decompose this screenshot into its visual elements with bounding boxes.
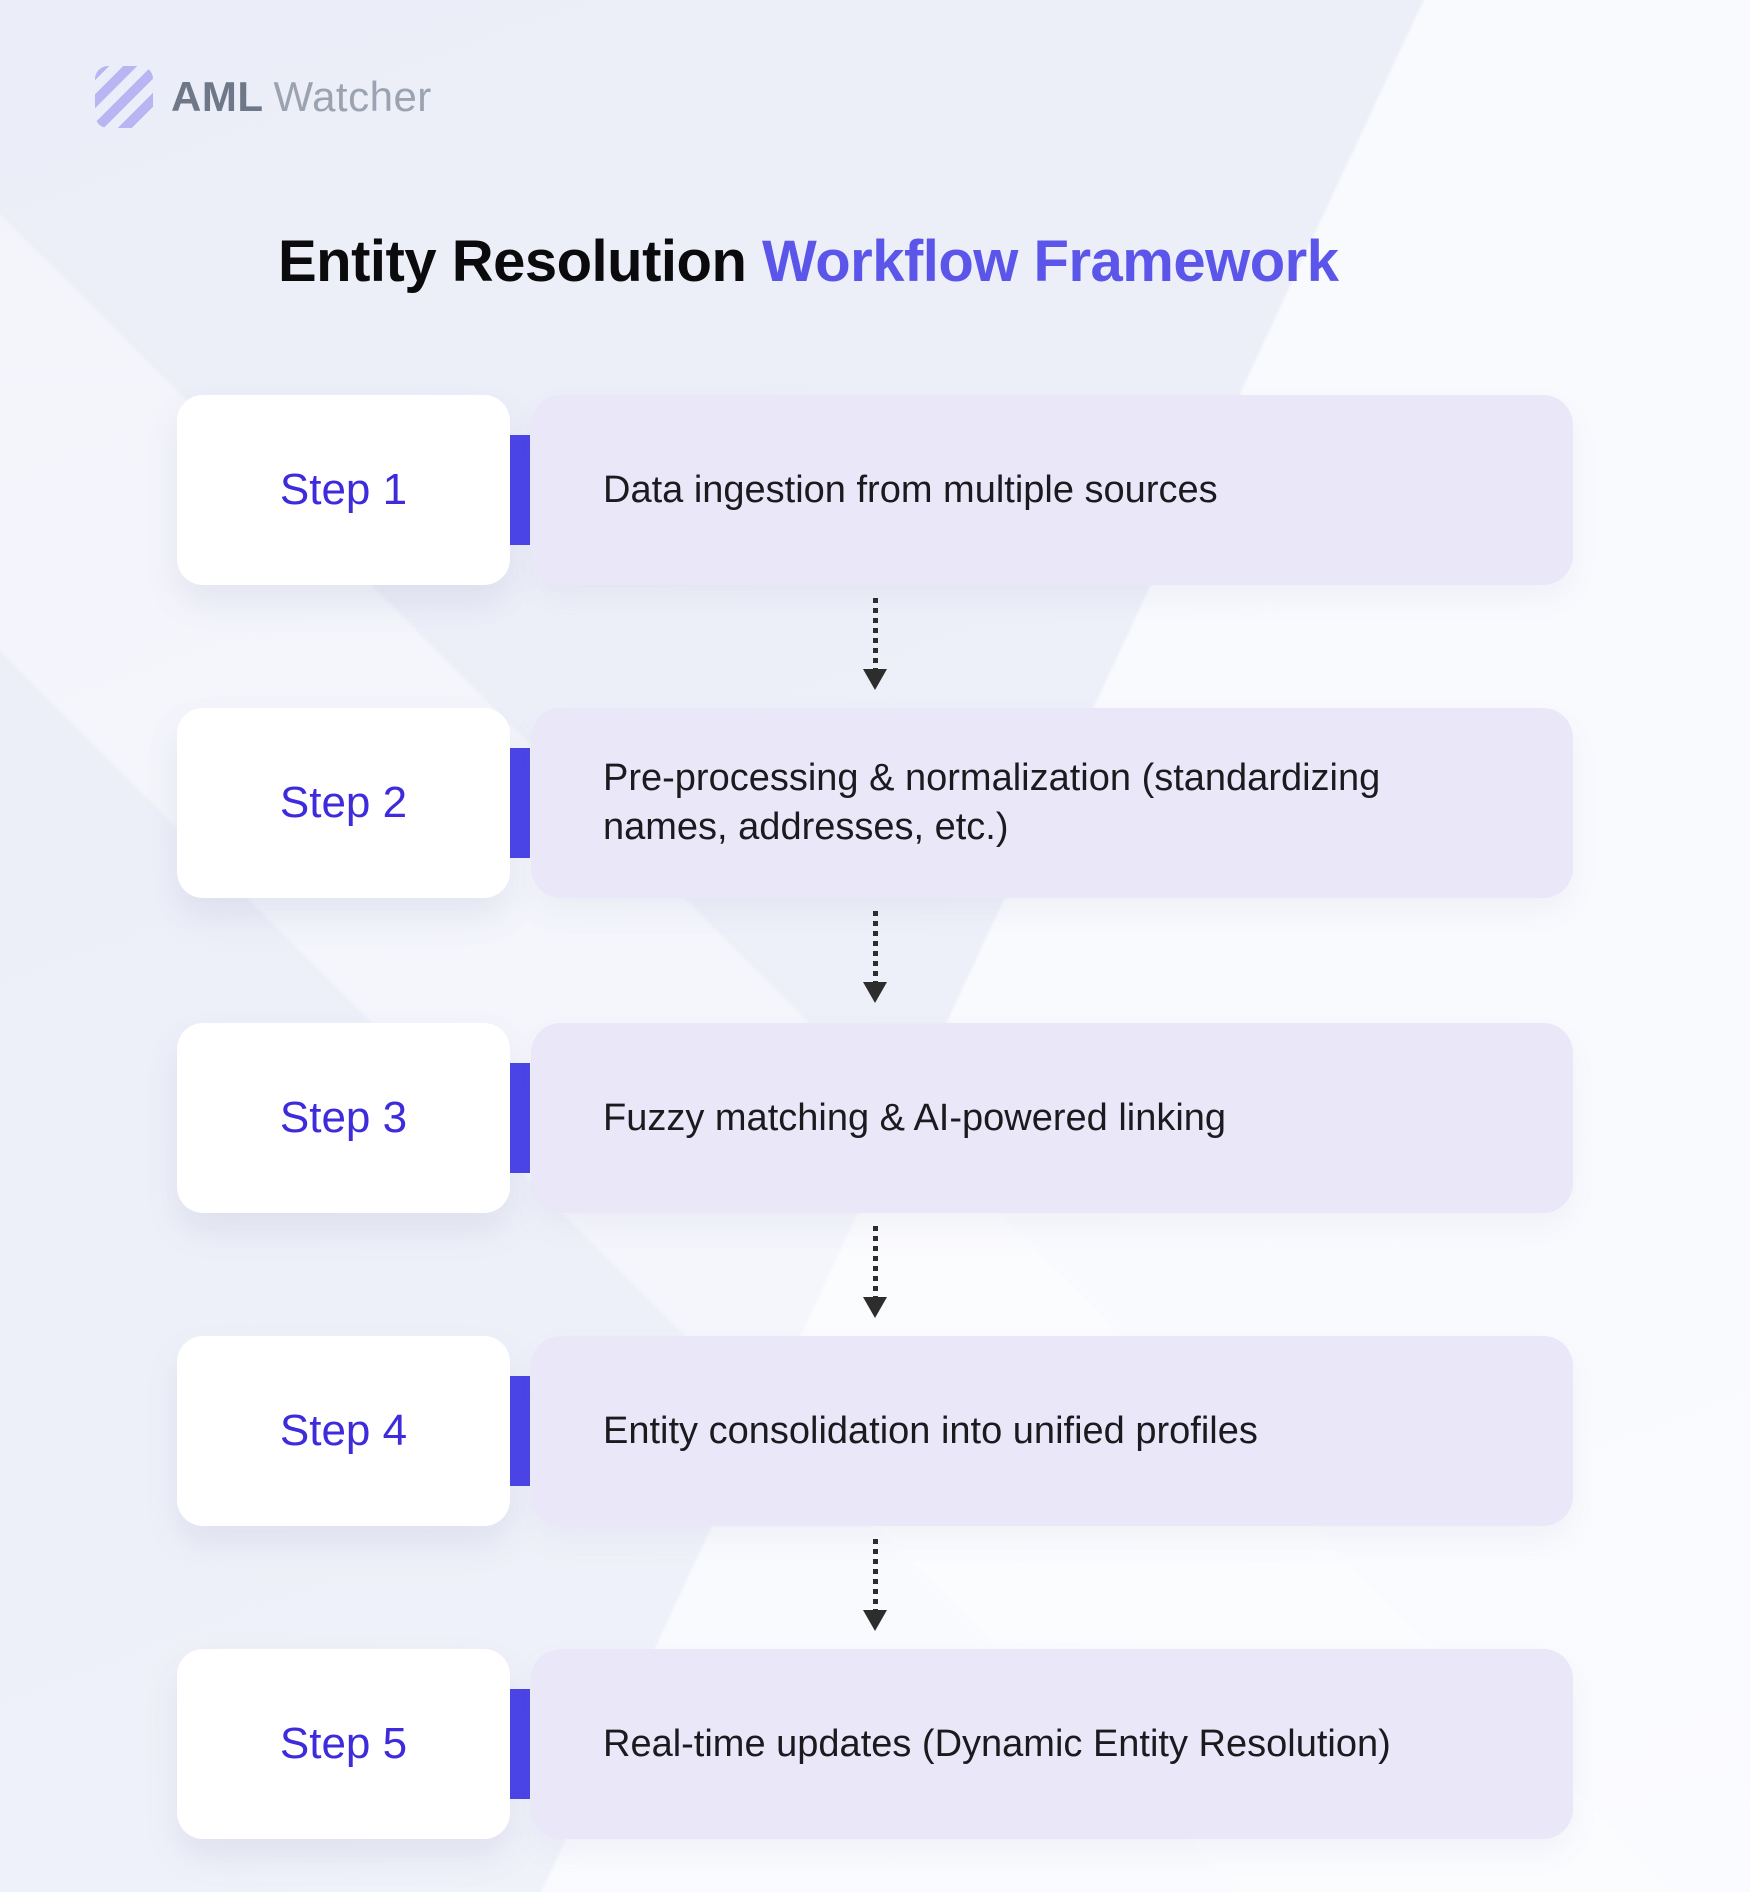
step-2-connector-bar [510,748,530,858]
flow-arrow-2-line [872,911,878,982]
step-3-description-card: Fuzzy matching & AI-powered linking [531,1023,1573,1213]
flow-arrow-1 [862,598,888,690]
step-row-1: Step 1 Data ingestion from multiple sour… [177,395,1573,585]
page-title-plain: Entity Resolution [278,229,762,294]
step-3-card: Step 3 [177,1023,510,1213]
step-1-description-card: Data ingestion from multiple sources [531,395,1573,585]
flow-arrow-3 [862,1226,888,1318]
step-4-description-card: Entity consolidation into unified profil… [531,1336,1573,1526]
flow-arrow-2-head-icon [863,982,887,1003]
step-5-label: Step 5 [279,1719,408,1768]
aml-watcher-logo: AML Watcher [95,66,432,128]
step-5-card: Step 5 [177,1649,510,1839]
flow-arrow-1-head-icon [863,669,887,690]
flow-arrow-4-head-icon [863,1610,887,1631]
step-4-card: Step 4 [177,1336,510,1526]
flow-arrow-3-head-icon [863,1297,887,1318]
step-row-5: Step 5 Real-time updates (Dynamic Entity… [177,1649,1573,1839]
step-3-connector-bar [510,1063,530,1173]
step-3-description: Fuzzy matching & AI-powered linking [603,1096,1227,1139]
step-4-description: Entity consolidation into unified profil… [603,1409,1258,1452]
step-1-card: Step 1 [177,395,510,585]
logo-brand-light: Watcher [273,73,432,120]
step-3-label: Step 3 [279,1093,408,1142]
flow-arrow-4 [862,1539,888,1631]
step-2-card: Step 2 [177,708,510,898]
flow-arrow-4-line [872,1539,878,1610]
step-2-description: Pre-processing & normalization (standard… [603,757,1381,848]
step-row-3: Step 3 Fuzzy matching & AI-powered linki… [177,1023,1573,1213]
flow-arrow-1-line [872,598,878,669]
step-2-description-card: Pre-processing & normalization (standard… [531,708,1573,898]
aml-watcher-logo-text: AML Watcher [171,73,432,121]
step-5-description-card: Real-time updates (Dynamic Entity Resolu… [531,1649,1573,1839]
step-1-label: Step 1 [279,465,408,514]
step-row-2: Step 2 Pre-processing & normalization (s… [177,708,1573,898]
flow-arrow-2 [862,911,888,1003]
page-title: Entity Resolution Workflow Framework [278,228,1339,295]
step-2-label: Step 2 [279,778,408,827]
step-1-description: Data ingestion from multiple sources [603,468,1218,511]
step-row-4: Step 4 Entity consolidation into unified… [177,1336,1573,1526]
logo-brand-bold: AML [171,73,264,120]
aml-watcher-logo-icon [95,66,153,128]
step-1-connector-bar [510,435,530,545]
step-5-description: Real-time updates (Dynamic Entity Resolu… [603,1722,1391,1765]
step-4-connector-bar [510,1376,530,1486]
flow-arrow-3-line [872,1226,878,1297]
page-title-accent: Workflow Framework [762,229,1339,294]
step-5-connector-bar [510,1689,530,1799]
step-4-label: Step 4 [279,1406,408,1455]
